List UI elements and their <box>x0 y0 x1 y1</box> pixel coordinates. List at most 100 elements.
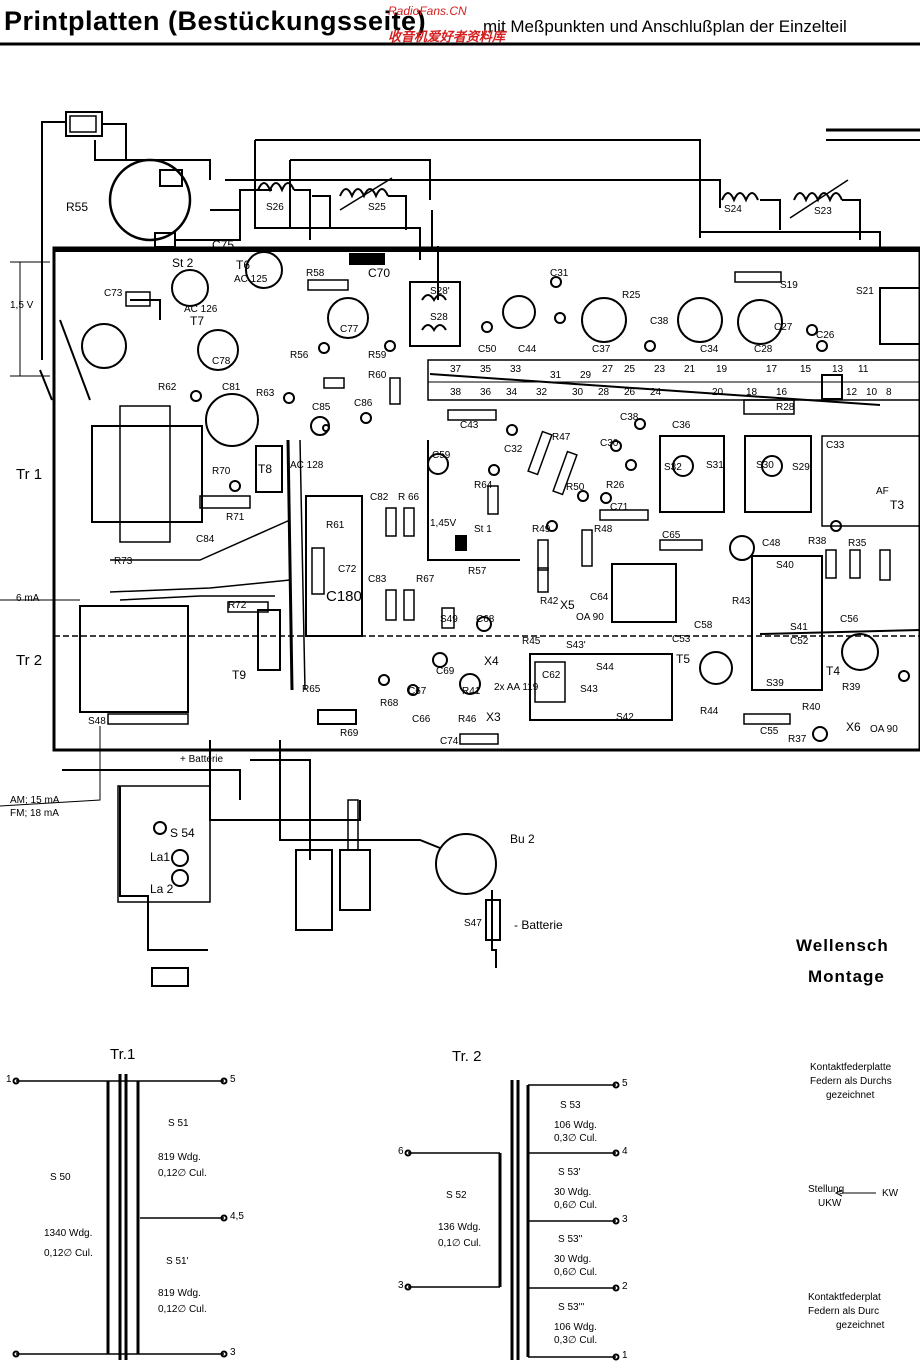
label-c65: C65 <box>662 530 681 541</box>
label-s21: S21 <box>856 286 874 297</box>
page-subtitle: mit Meßpunkten und Anschlußplan der Einz… <box>483 17 847 36</box>
tr1-s50-wire: 0,12∅ Cul. <box>44 1248 93 1259</box>
tr1-s50-turns: 1340 Wdg. <box>44 1228 93 1239</box>
note-kontakt6: gezeichnet <box>836 1320 885 1331</box>
label-r28: R28 <box>776 402 795 413</box>
voltage-label: 1,5 V <box>10 300 34 311</box>
label-r59: R59 <box>368 350 387 361</box>
page-title: Printplatten (Bestückungsseite) <box>4 6 427 36</box>
label-c81: C81 <box>222 382 241 393</box>
label-c86: C86 <box>354 398 373 409</box>
pin-26: 26 <box>624 387 636 398</box>
label-c32: C32 <box>504 444 523 455</box>
label-s49: S49 <box>440 614 458 625</box>
label-s48: S48 <box>88 716 106 727</box>
label-c30: C30 <box>600 438 619 449</box>
label-t7: T7 <box>190 314 205 328</box>
label-x4: X4 <box>484 654 499 668</box>
tr2-s53-turns: 106 Wdg. <box>554 1120 597 1131</box>
tr2-pin-3a: 3 <box>398 1280 404 1291</box>
pin-35: 35 <box>480 364 492 375</box>
watermark: 收音机爱好者资料库 <box>388 29 506 44</box>
label-r64: R64 <box>474 480 493 491</box>
tr2-pin-2: 2 <box>622 1281 628 1292</box>
tr2-s53p: S 53' <box>558 1167 581 1178</box>
label-r35: R35 <box>848 538 867 549</box>
label-oa90: OA 90 <box>576 612 604 623</box>
label-c43: C43 <box>460 420 479 431</box>
current-am: AM; 15 mA <box>10 795 60 806</box>
label-r25: R25 <box>622 290 641 301</box>
label-r50: R50 <box>566 482 585 493</box>
tr1-title: Tr.1 <box>110 1046 136 1063</box>
tr2-s53pp-turns: 30 Wdg. <box>554 1254 592 1265</box>
c48-capacitor <box>729 535 755 561</box>
tr2-s53ppp: S 53''' <box>558 1302 585 1313</box>
label-c33: C33 <box>826 440 845 451</box>
label-r48: R48 <box>594 524 613 535</box>
label-c77: C77 <box>340 324 359 335</box>
tr1-s51p-turns: 819 Wdg. <box>158 1288 201 1299</box>
pin-17: 17 <box>766 364 778 375</box>
label-r37: R37 <box>788 734 807 745</box>
label-c64: C64 <box>590 592 609 603</box>
label-t5: T5 <box>676 652 691 666</box>
label-r38: R38 <box>808 536 827 547</box>
label-c34: C34 <box>700 344 719 355</box>
pin-29: 29 <box>580 370 592 381</box>
label-c37: C37 <box>592 344 611 355</box>
label-s43: S43 <box>580 684 598 695</box>
label-s29: S29 <box>792 462 810 473</box>
label-c83: C83 <box>368 574 387 585</box>
note-kontakt3: gezeichnet <box>826 1090 875 1101</box>
tr2-s53pp-wire: 0,6∅ Cul. <box>554 1267 598 1278</box>
pin-30: 30 <box>572 387 584 398</box>
tr1-s51p-wire: 0,12∅ Cul. <box>158 1304 207 1315</box>
label-s19: S19 <box>780 280 798 291</box>
pin-23: 23 <box>654 364 666 375</box>
label-c74: C74 <box>440 736 459 747</box>
tr1-s51-turns: 819 Wdg. <box>158 1152 201 1163</box>
label-c59: C59 <box>432 450 451 461</box>
pin-25: 25 <box>624 364 636 375</box>
label-r70: R70 <box>212 466 231 477</box>
note-stellung: Stellung <box>808 1184 845 1195</box>
tr2-s53p-turns: 30 Wdg. <box>554 1187 592 1198</box>
pin-20: 20 <box>712 387 724 398</box>
label-t9: T9 <box>232 668 247 682</box>
label-ac125: AC 125 <box>234 274 268 285</box>
note-kontakt2: Federn als Durchs <box>810 1076 892 1087</box>
tr1-s50: S 50 <box>50 1172 71 1183</box>
batt-minus: - Batterie <box>514 918 563 932</box>
label-c28: C28 <box>754 344 773 355</box>
tr2-pin-5: 5 <box>622 1078 628 1089</box>
tr1-pin-45: 4,5 <box>230 1211 244 1222</box>
label-st1: St 1 <box>474 524 492 535</box>
label-t3: T3 <box>890 498 905 512</box>
label-r45: R45 <box>522 636 541 647</box>
label-r62: R62 <box>158 382 177 393</box>
label-c180: C180 <box>326 588 362 605</box>
pin-8: 8 <box>886 387 892 398</box>
label-c48: C48 <box>762 538 781 549</box>
t5-transistor <box>699 651 733 685</box>
label-c36: C36 <box>672 420 691 431</box>
label-s31: S31 <box>706 460 724 471</box>
pin-31: 31 <box>550 370 562 381</box>
pin-16: 16 <box>776 387 788 398</box>
label-r61: R61 <box>326 520 345 531</box>
tr1-pin-1: 1 <box>6 1074 12 1085</box>
label-c85: C85 <box>312 402 331 413</box>
label-c70: C70 <box>368 266 391 280</box>
tr2-title: Tr. 2 <box>452 1048 482 1065</box>
label-r55: R55 <box>66 200 89 214</box>
label-ac126: AC 126 <box>184 304 218 315</box>
label-r47: R47 <box>552 432 571 443</box>
note-ukw: UKW <box>818 1198 842 1209</box>
c28-capacitor <box>737 299 783 345</box>
current-fm: FM; 18 mA <box>10 808 59 819</box>
label-c66: C66 <box>412 714 431 725</box>
label-x3: X3 <box>486 710 501 724</box>
note-kontakt4: Kontaktfederplat <box>808 1292 881 1303</box>
label-c69: C69 <box>436 666 455 677</box>
